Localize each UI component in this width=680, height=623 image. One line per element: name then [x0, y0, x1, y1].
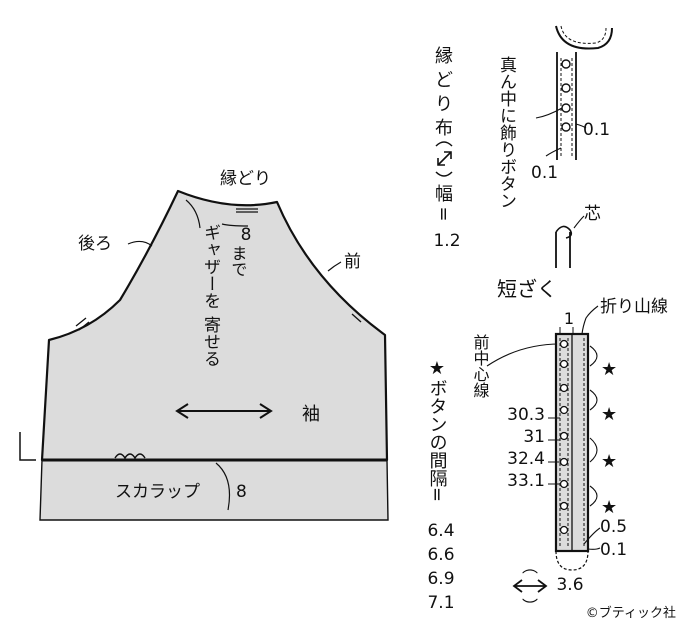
binding-arrow-head-1	[444, 151, 452, 159]
center-value-a: 0.1	[583, 120, 610, 140]
spacing-value-3: 6.9	[427, 569, 454, 589]
star-mark-4: ★	[601, 497, 617, 518]
binding-arrow	[437, 151, 452, 166]
bottom-value-leader	[587, 547, 601, 550]
corner-mark	[19, 432, 36, 461]
scallop-mark	[114, 453, 146, 460]
decor-button-4	[561, 122, 571, 132]
decor-leader	[535, 107, 563, 119]
placket-button-2	[559, 359, 569, 369]
star-bracket-1	[589, 345, 598, 367]
center-front-line-label: 前中心線	[471, 334, 490, 398]
binding-label-6: =	[433, 206, 454, 221]
gather-suffix: まで	[229, 245, 248, 277]
fold-line-leader	[581, 305, 599, 335]
gather-note-2: 寄せる	[200, 316, 221, 367]
grain-arrow-head-left	[175, 403, 189, 419]
center-front-leader	[486, 343, 561, 367]
binding-label-5: 幅	[435, 184, 453, 205]
measurement-1: 30.3	[507, 405, 545, 425]
bottom-paren-open: ︵	[522, 557, 538, 576]
back-leader	[127, 240, 153, 247]
star-heading: ★ボタンの間隔=	[427, 358, 448, 502]
edge-value: 0.5	[600, 517, 627, 537]
scallop-value: 8	[236, 482, 247, 502]
placket-button-3	[559, 383, 569, 393]
bottom-paren-close: ︶	[522, 597, 538, 616]
binding-bracket-bottom	[435, 171, 453, 177]
edge-binding-label: 縁どり	[220, 169, 271, 189]
credit: ©ブティック社	[586, 605, 676, 621]
placket-bottom-curve	[555, 550, 589, 571]
placket-button-4	[559, 405, 569, 415]
placket-button-5	[559, 431, 569, 441]
binding-label-2: ど	[435, 70, 453, 91]
sleeve-label: 袖	[302, 404, 320, 425]
bottom-arrow-head-l	[512, 579, 523, 593]
scallop-leader	[215, 462, 231, 511]
spacing-value-2: 6.6	[427, 545, 454, 565]
placket-button-6	[559, 457, 569, 467]
gather-note-1: ギャザーを	[200, 224, 220, 309]
binding-label-1: 縁	[435, 46, 453, 67]
scallop-band	[39, 459, 389, 521]
measurement-4: 33.1	[507, 471, 545, 491]
edge-value-leader	[583, 527, 601, 545]
placket-button-9	[559, 525, 569, 535]
core-leader	[573, 215, 585, 229]
measurement-3: 32.4	[507, 449, 545, 469]
value-a-leader	[575, 123, 587, 129]
front-label: 前	[344, 252, 361, 272]
back-label: 後ろ	[78, 234, 112, 254]
back-notch	[75, 317, 87, 327]
gather-amount: 8	[241, 225, 252, 245]
core-loop	[555, 225, 573, 239]
bottom-arrow-head-r	[537, 579, 548, 593]
binding-label-4: 布	[435, 118, 453, 139]
bottom-value: 0.1	[600, 540, 627, 560]
placket-button-1	[559, 339, 569, 349]
placket-width-value: 3.6	[556, 575, 583, 595]
center-buttons-label: 真ん中に飾りボタン	[496, 56, 517, 209]
neckline	[555, 25, 613, 50]
binding-label-3: り	[435, 94, 453, 115]
front-leader	[327, 261, 342, 272]
scallop-label: スカラップ	[115, 482, 200, 502]
spacing-value-1: 6.4	[427, 521, 454, 541]
star-mark-2: ★	[601, 404, 617, 425]
star-bracket-3	[589, 437, 598, 463]
placket-button-8	[559, 501, 569, 511]
spacing-value-4: 7.1	[427, 593, 454, 613]
decor-button-2	[561, 83, 571, 93]
back-notch-2	[78, 321, 90, 331]
star-mark-3: ★	[601, 451, 617, 472]
placket-button-7	[559, 479, 569, 489]
binding-arrow-head-2	[437, 158, 445, 166]
neckline-inner	[560, 25, 607, 44]
star-bracket-4	[589, 485, 598, 507]
placket-top-value: 1	[564, 309, 574, 328]
value-b-leader	[545, 147, 562, 157]
decor-button-1	[561, 59, 571, 69]
binding-bracket-top	[435, 141, 453, 147]
grain-arrow-head-right	[259, 403, 273, 419]
star-mark-1: ★	[601, 359, 617, 380]
placket-title: 短ざく	[497, 277, 557, 301]
star-bracket-2	[589, 389, 598, 411]
center-value-b: 0.1	[531, 163, 558, 183]
gather-bracket	[221, 223, 249, 227]
binding-width-value: 1.2	[433, 231, 460, 251]
gather-leader	[185, 199, 201, 229]
measurement-2: 31	[523, 427, 545, 447]
fold-line-label: 折り山線	[600, 297, 668, 317]
sleeve-body	[40, 189, 389, 462]
front-notch	[351, 313, 362, 323]
core-label: 芯	[584, 204, 601, 224]
decor-button-3	[561, 103, 571, 113]
